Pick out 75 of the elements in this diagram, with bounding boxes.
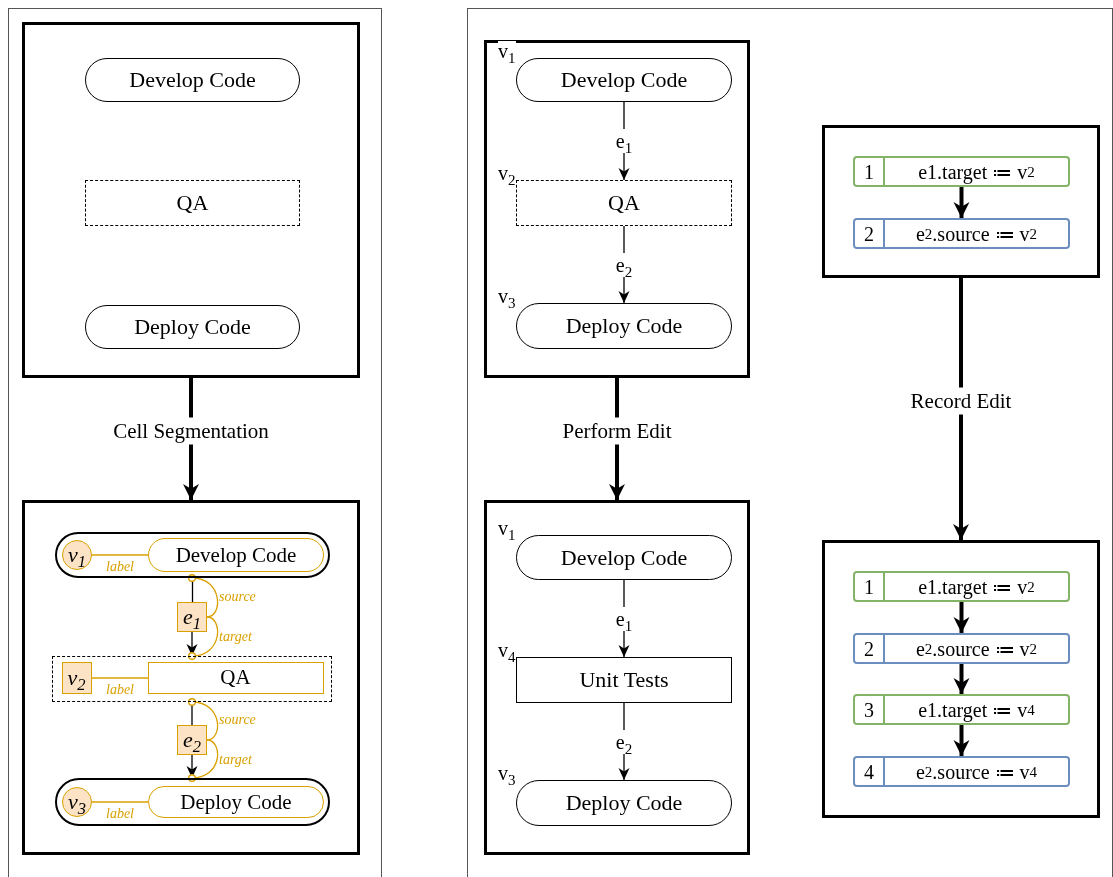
node-label: Develop Code: [175, 544, 297, 566]
cell-outline: [55, 778, 330, 826]
edge-label: label: [106, 807, 134, 821]
step-number: 1: [855, 573, 885, 600]
label-pill: [148, 786, 324, 818]
node-label: Deploy Code: [565, 315, 683, 337]
arrow: [618, 702, 630, 781]
node-label: Deploy Code: [134, 316, 251, 338]
arrow: [618, 225, 630, 304]
label-pill: [148, 538, 324, 572]
vertex-name: v$_{1}$: [498, 41, 516, 61]
process-box: [516, 657, 732, 703]
edit-step: [853, 218, 1070, 249]
connector-line: [91, 554, 149, 556]
edge-label: e$_{2}$: [614, 252, 634, 277]
vertex-square: [61, 661, 92, 694]
arrow: [953, 725, 970, 756]
label-box: [147, 661, 324, 694]
step-number: 3: [855, 696, 885, 723]
edge-label: target: [219, 753, 252, 767]
edge-name: e$_{1}$: [183, 606, 201, 628]
connector-line: [91, 677, 149, 679]
panel-frame: [22, 500, 360, 855]
vertex-circle: [62, 540, 92, 570]
arrow: [618, 101, 630, 181]
edge-name: e$_{2}$: [183, 729, 201, 751]
node-label: Develop Code: [560, 69, 688, 91]
edge-label: target: [219, 630, 252, 644]
node-label: Deploy Code: [565, 792, 683, 814]
connector-line: [91, 801, 149, 803]
edge-label: Perform Edit: [560, 417, 674, 445]
node-label: Develop Code: [560, 546, 688, 569]
node-label: QA: [220, 667, 251, 688]
step-number: 1: [855, 158, 885, 185]
edge-box: [177, 725, 207, 755]
vertex-name: v$_{2}$: [67, 666, 86, 689]
edge-label: label: [106, 683, 134, 697]
edge-label: e$_{1}$: [614, 606, 634, 631]
node-label: Unit Tests: [579, 669, 669, 691]
step-number: 4: [855, 758, 885, 785]
arrow: [953, 602, 970, 633]
edit-step: [853, 571, 1070, 602]
edge-label: e$_{1}$: [614, 129, 634, 153]
cell-outline: [55, 532, 330, 578]
vertex-name: v$_{3}$: [68, 791, 86, 813]
edit-step: [853, 156, 1070, 187]
edge-label: e$_{2}$: [614, 729, 634, 754]
node-label: QA: [608, 192, 640, 214]
edge-box: [177, 602, 207, 632]
dashed-box: [516, 180, 732, 226]
edge-label: Record Edit: [908, 387, 1014, 415]
edit-step: [853, 756, 1070, 787]
vertex-circle: [62, 787, 92, 817]
step-number: 2: [855, 220, 885, 247]
edit-step: [853, 694, 1070, 725]
panel-frame: [22, 22, 360, 378]
vertex-name: v$_{1}$: [68, 544, 86, 566]
arrow: [953, 664, 970, 694]
edge-label: Cell Segmentation: [111, 417, 271, 445]
panel-frame: [822, 540, 1100, 818]
node-label: Develop Code: [129, 69, 256, 91]
edge-label: label: [106, 560, 134, 574]
edge-label: source: [219, 590, 256, 604]
edge-label: source: [219, 713, 256, 727]
panel-frame: [484, 500, 750, 855]
node-label: Deploy Code: [180, 791, 292, 813]
arrow: [953, 187, 970, 218]
arrow: [618, 579, 630, 658]
dashed-cell-outline: [52, 656, 332, 702]
node-label: QA: [176, 192, 209, 214]
arrow: [953, 278, 969, 540]
panel-frame: [822, 125, 1100, 278]
dashed-box: [85, 180, 300, 226]
edit-step: [853, 633, 1070, 664]
step-number: 2: [855, 635, 885, 662]
